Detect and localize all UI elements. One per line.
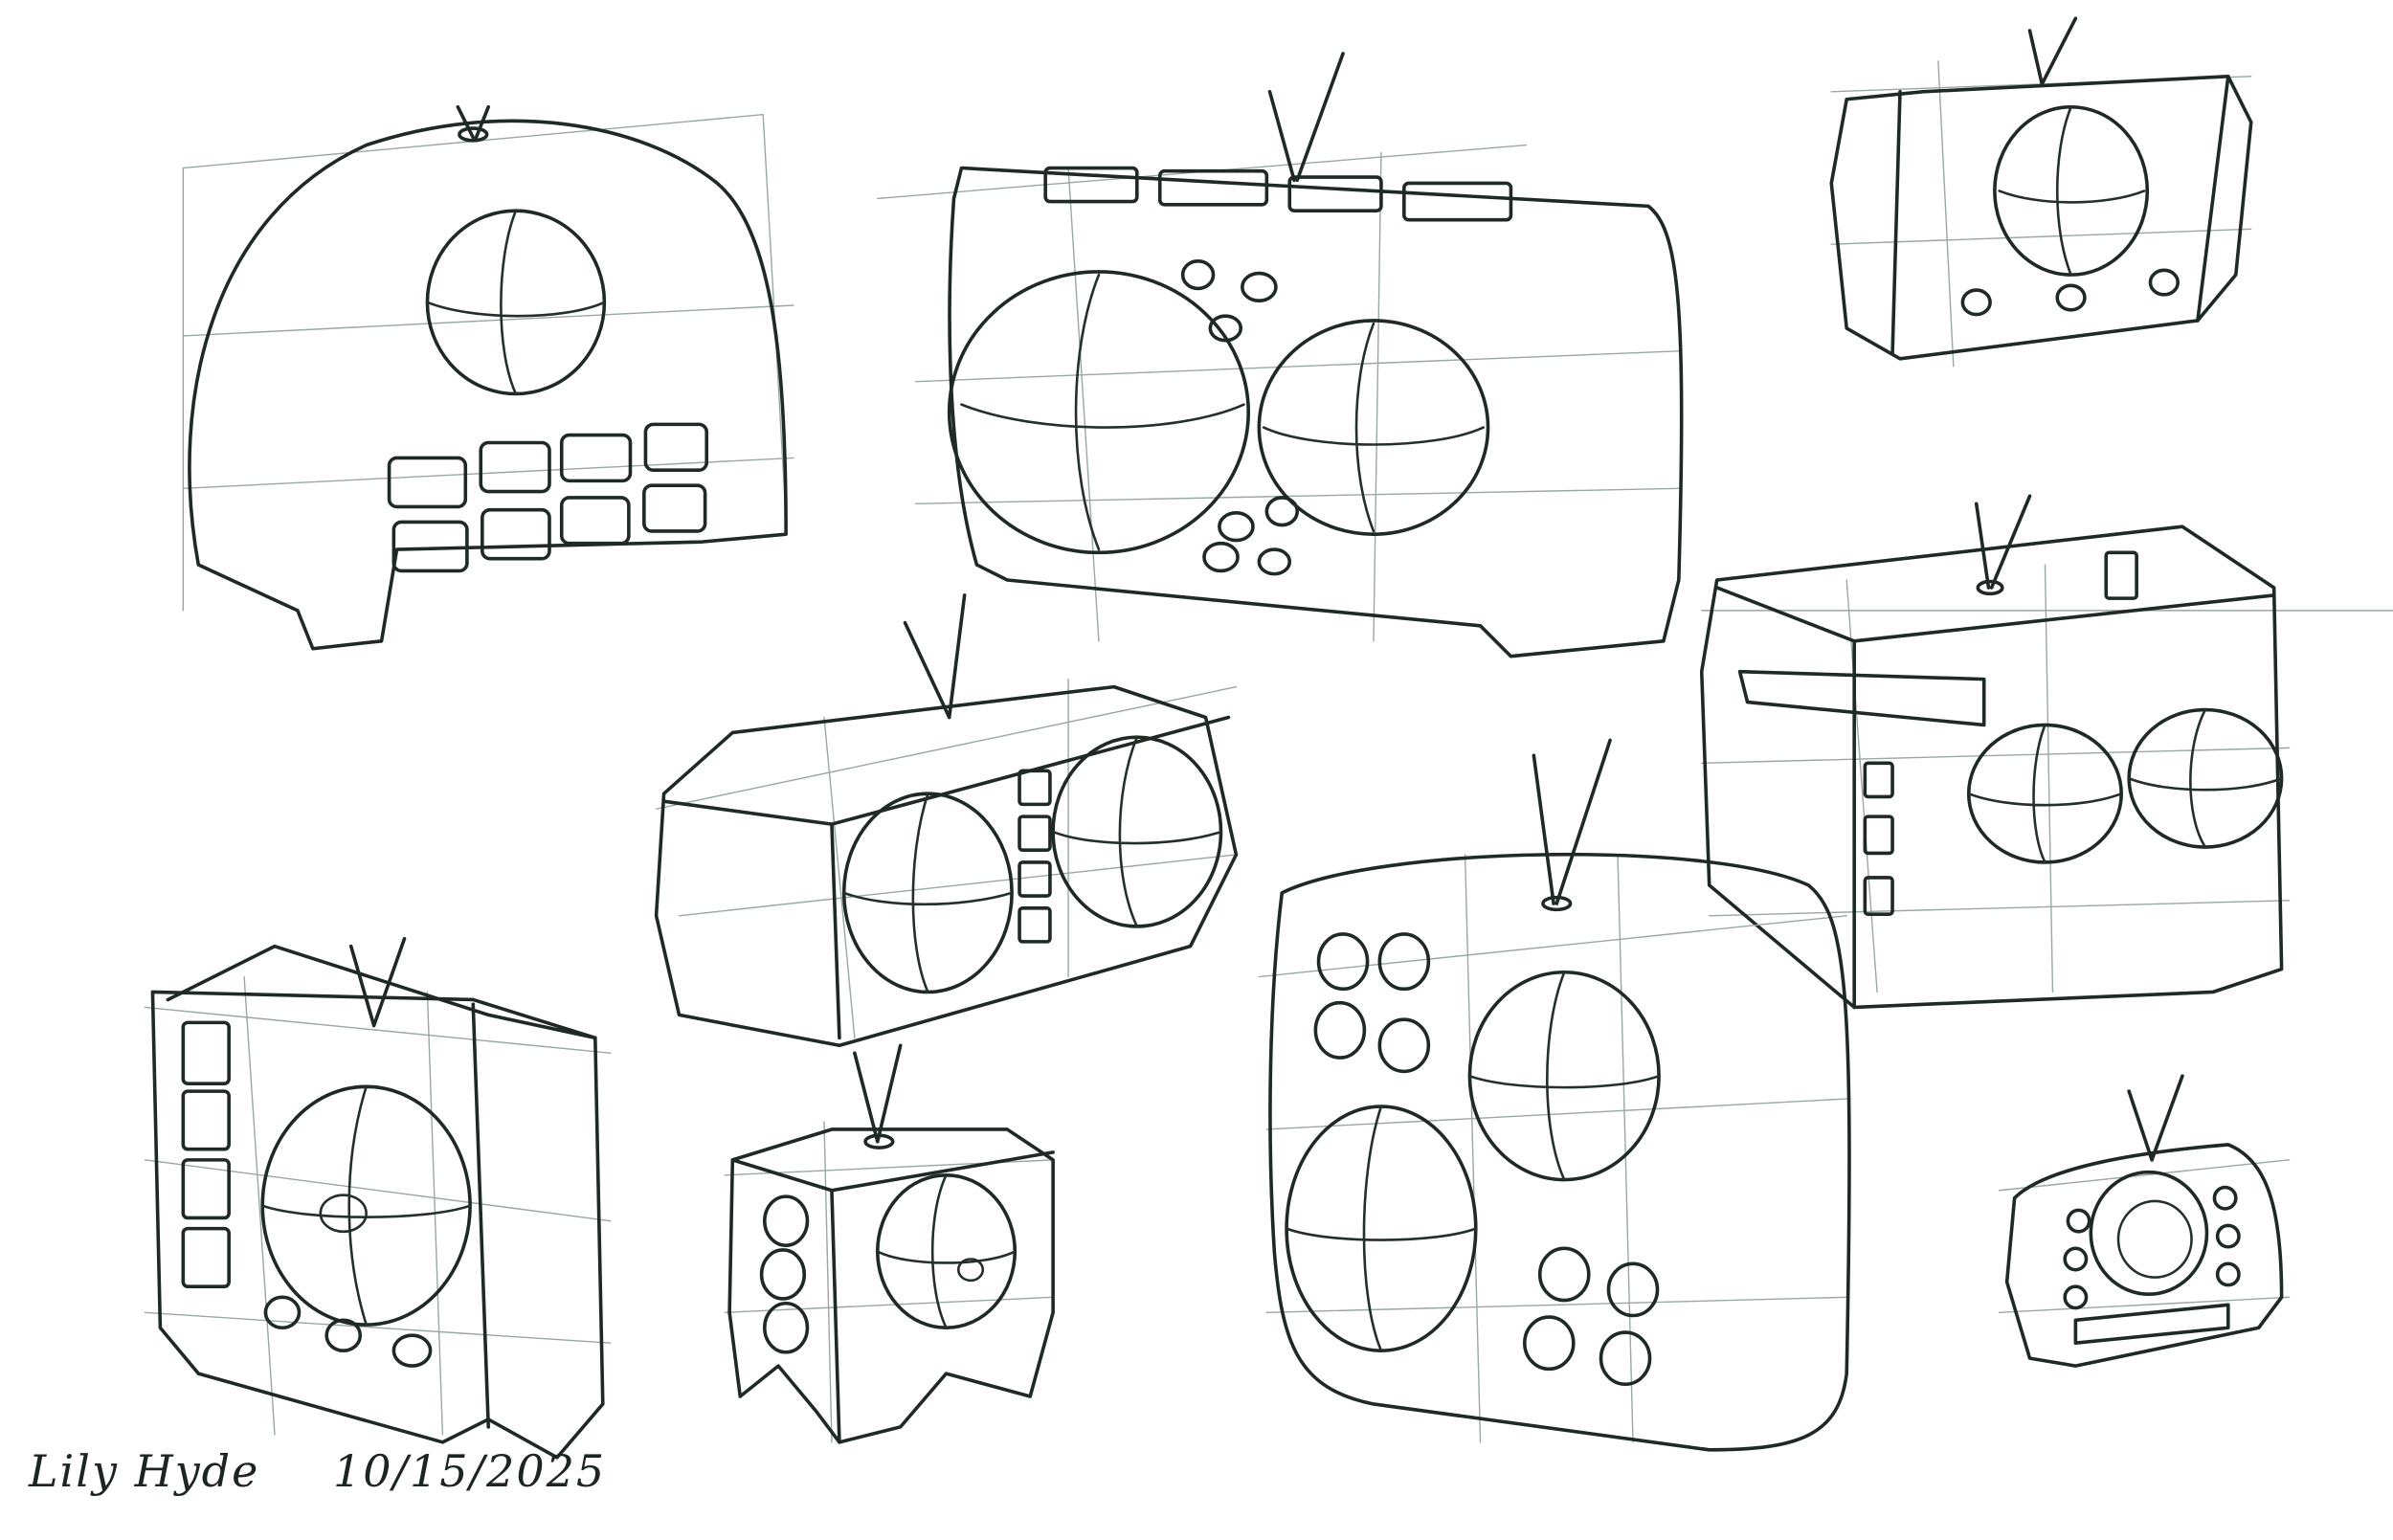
sketch-cube-speaker-three-knobs xyxy=(725,1045,1053,1442)
sketch-small-tv-three-knobs xyxy=(1831,18,2250,367)
sketch-tv-with-side-buttons xyxy=(145,939,610,1458)
sketch-twin-speaker-radio xyxy=(878,54,1682,657)
sketch-mini-tv-side-knobs xyxy=(2000,1076,2290,1366)
signature-date: 10/15/2025 xyxy=(332,1445,607,1497)
sketch-boxy-radio-two-speakers xyxy=(1702,496,2393,1007)
sketch-horizontal-twin-speaker xyxy=(657,595,1237,1045)
artist-signature: Lily Hyde 10/15/2025 xyxy=(29,1445,663,1497)
signature-name: Lily Hyde xyxy=(29,1445,260,1497)
sketch-rounded-tv-with-key-grid xyxy=(183,107,794,649)
sketch-large-speaker-knob-clusters xyxy=(1259,740,1849,1449)
